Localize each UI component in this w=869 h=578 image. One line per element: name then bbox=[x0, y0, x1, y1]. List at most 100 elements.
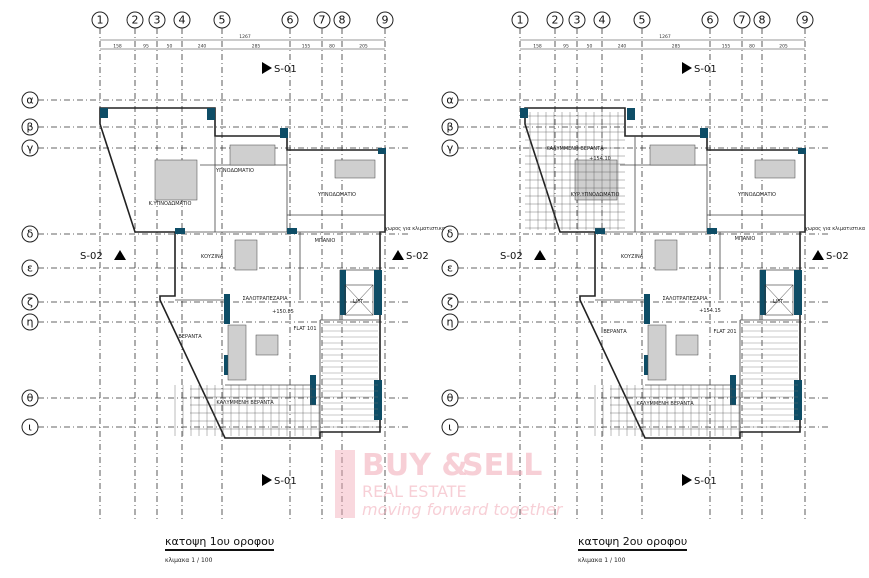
watermark-text: SELL bbox=[462, 448, 542, 483]
grid-label-column: 4 bbox=[179, 14, 186, 27]
grid-bubble-column bbox=[281, 11, 299, 29]
grid-label-row: β bbox=[26, 121, 33, 134]
section-marker-s01-bottom: S-01 bbox=[694, 476, 717, 487]
room-label-top-veranda: ΚΑΛΥΜΜΕΝΗ ΒΕΡΑΝΤΑ bbox=[546, 146, 604, 152]
structural-column bbox=[644, 294, 650, 324]
structural-column bbox=[374, 270, 382, 315]
structural-column bbox=[374, 380, 382, 420]
room-label-level: +150.85 bbox=[272, 309, 294, 315]
grid-bubble-column bbox=[333, 11, 351, 29]
dimension-total: 1267 bbox=[659, 34, 671, 40]
dining-table-icon bbox=[234, 239, 258, 271]
sofa-icon bbox=[647, 324, 667, 381]
grid-bubble-row bbox=[21, 389, 39, 407]
grid-label-column: 2 bbox=[132, 14, 139, 27]
grid-label-column: 1 bbox=[97, 14, 104, 27]
grid-bubble-row bbox=[21, 293, 39, 311]
grid-bubble-row bbox=[21, 313, 39, 331]
grid-bubble-column bbox=[753, 11, 771, 29]
room-label-flat: FLAT 101 bbox=[294, 326, 317, 332]
bed-icon bbox=[154, 159, 198, 201]
section-arrow-icon bbox=[534, 250, 546, 260]
grid-bubble-row bbox=[441, 91, 459, 109]
dimension-column: 158 bbox=[533, 44, 542, 50]
lift-cross bbox=[764, 284, 794, 316]
grid-bubble-row bbox=[21, 118, 39, 136]
structural-column bbox=[700, 128, 708, 138]
coffee-table-icon bbox=[675, 334, 699, 356]
dimension-column: 80 bbox=[329, 44, 335, 50]
room-label-level-top: +154.10 bbox=[589, 156, 611, 162]
room-label-covered-veranda: ΚΑΛΥΜΜΕΝΗ ΒΕΡΑΝΤΑ bbox=[636, 401, 694, 407]
dimension-column: 158 bbox=[113, 44, 122, 50]
section-arrow-icon bbox=[812, 250, 824, 260]
room-label-veranda: ΒΕΡΑΝΤΑ bbox=[603, 329, 627, 335]
lift-shaft bbox=[764, 284, 794, 316]
grid-bubble-column bbox=[511, 11, 529, 29]
watermark-text: BUY & bbox=[362, 448, 468, 483]
grid-label-column: 9 bbox=[382, 14, 389, 27]
grid-bubble-column bbox=[148, 11, 166, 29]
grid-label-row: ε bbox=[447, 262, 453, 275]
room-label-ac-space: χωρος για κλιματιστικα bbox=[805, 226, 866, 232]
structural-column bbox=[595, 228, 605, 234]
section-marker-s02-right: S-02 bbox=[826, 251, 849, 262]
dimension-column: 80 bbox=[749, 44, 755, 50]
room-label-bath: ΜΠΑΝΙΟ bbox=[315, 238, 336, 244]
grid-bubble-row bbox=[441, 313, 459, 331]
section-marker-s02-left: S-02 bbox=[500, 251, 523, 262]
watermark-logo-mark bbox=[335, 450, 355, 518]
dimension-column: 95 bbox=[143, 44, 149, 50]
grid-label-row: θ bbox=[447, 392, 454, 405]
grid-bubble-column bbox=[593, 11, 611, 29]
grid-bubble-row bbox=[21, 91, 39, 109]
section-marker-s01-top: S-01 bbox=[694, 64, 717, 75]
grid-label-column: 5 bbox=[639, 14, 646, 27]
grid-bubble-column bbox=[313, 11, 331, 29]
section-arrow-icon bbox=[262, 474, 272, 486]
section-arrow-icon bbox=[392, 250, 404, 260]
grid-label-row: β bbox=[446, 121, 453, 134]
room-label-bedroom1: ΥΠΝΟΔΩΜΑΤΙΟ bbox=[215, 168, 254, 174]
room-label-bedroom2: ΥΠΝΟΔΩΜΑΤΙΟ bbox=[737, 192, 776, 198]
grid-bubble-row bbox=[21, 259, 39, 277]
plan-2-scale: κλιμακα 1 / 100 bbox=[578, 557, 626, 564]
dimension-column: 285 bbox=[672, 44, 681, 50]
grid-label-row: ι bbox=[448, 421, 452, 434]
structural-column bbox=[224, 294, 230, 324]
grid-label-row: η bbox=[27, 316, 34, 329]
watermark-tagline: moving forward together bbox=[362, 500, 564, 519]
structural-column bbox=[794, 270, 802, 315]
grid-label-row: γ bbox=[27, 142, 34, 155]
section-arrow-icon bbox=[682, 474, 692, 486]
grid-label-column: 8 bbox=[339, 14, 346, 27]
room-label-ac-space: χωρος για κλιματιστικα bbox=[385, 226, 446, 232]
grid-label-row: θ bbox=[27, 392, 34, 405]
sofa-icon bbox=[227, 324, 247, 381]
dimension-column: 205 bbox=[359, 44, 368, 50]
room-label-lift: LIFT bbox=[773, 299, 784, 305]
structural-column bbox=[378, 148, 386, 154]
dining-table-icon bbox=[654, 239, 678, 271]
grid-bubble-column bbox=[376, 11, 394, 29]
grid-bubble-column bbox=[633, 11, 651, 29]
grid-label-row: δ bbox=[27, 228, 34, 241]
grid-label-column: 3 bbox=[574, 14, 581, 27]
structural-column bbox=[798, 148, 806, 154]
room-label-living: ΣΑΛΟΤΡΑΠΕΖΑΡΙΑ bbox=[662, 296, 708, 302]
grid-bubble-column bbox=[213, 11, 231, 29]
room-label-lift: LIFT bbox=[353, 299, 364, 305]
grid-bubble-row bbox=[441, 118, 459, 136]
grid-bubble-row bbox=[441, 389, 459, 407]
room-label-flat: FLAT 201 bbox=[714, 329, 737, 335]
room-label-master: ΚΥΡ.ΥΠΝΟΔΩΜΑΤΙΟ bbox=[571, 192, 620, 198]
dimension-column: 240 bbox=[198, 44, 207, 50]
structural-column bbox=[287, 228, 297, 234]
structural-column bbox=[644, 355, 650, 375]
grid-label-column: 6 bbox=[707, 14, 714, 27]
room-label-kitchen: ΚΟΥΖΙΝΑ bbox=[201, 254, 224, 260]
